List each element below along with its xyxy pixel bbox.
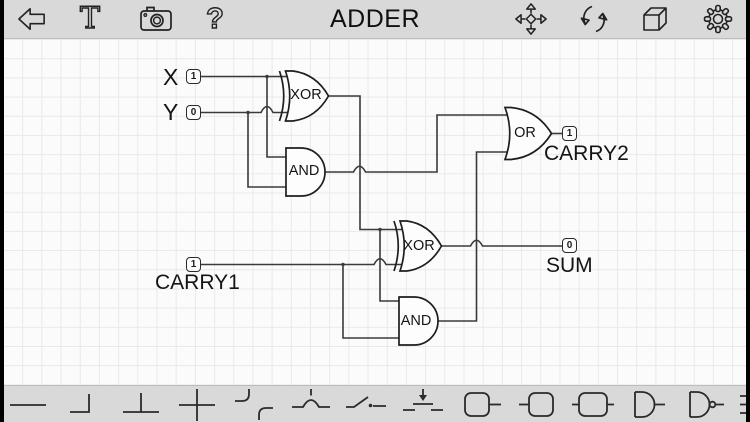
- xor-gate-1-lead: [278, 70, 285, 122]
- gate-label-xor1: XOR: [290, 87, 322, 103]
- tool-wire-tee[interactable]: [118, 386, 164, 422]
- input-label-x: X: [163, 64, 179, 90]
- gear-icon: [703, 4, 733, 34]
- view-3d-button[interactable]: [633, 0, 677, 38]
- circuit-drawing: [200, 70, 562, 346]
- box-lead-right-icon: [464, 392, 501, 417]
- back-arrow-icon: [18, 7, 45, 31]
- screen-edge-left: [0, 0, 4, 422]
- gate-label-and2: AND: [400, 313, 432, 329]
- tool-wire-corner[interactable]: [62, 386, 108, 422]
- wire-junctions: [246, 74, 382, 267]
- wire-tee-icon: [123, 393, 159, 413]
- screen-edge-right: [746, 0, 750, 422]
- move-icon: [515, 3, 547, 35]
- gate-label-xor2: XOR: [403, 238, 435, 254]
- input-label-carry1: CARRY1: [155, 271, 240, 294]
- xor-gate-2-lead: [393, 220, 400, 272]
- help-icon: ?: [205, 2, 224, 35]
- tool-wire-curves[interactable]: [231, 386, 277, 422]
- rotate-tool-button[interactable]: [572, 0, 616, 38]
- wire-carry1-branch[interactable]: [342, 264, 402, 339]
- wire-cross-icon: [179, 389, 215, 421]
- page-title: ADDER: [329, 5, 420, 33]
- tool-clipped-component[interactable]: [737, 386, 750, 422]
- camera-button[interactable]: [134, 0, 178, 38]
- back-button[interactable]: [10, 0, 54, 38]
- and-gate-icon: [634, 391, 665, 418]
- tool-nand-gate[interactable]: [682, 386, 728, 422]
- tool-wire-straight[interactable]: [5, 386, 51, 422]
- tool-box-lead-right[interactable]: [459, 386, 505, 422]
- wire-xor1-out[interactable]: [327, 95, 404, 231]
- pin-value: 0: [190, 107, 197, 118]
- tool-box-lead-both[interactable]: [570, 386, 616, 422]
- wire-y[interactable]: [200, 105, 292, 114]
- tool-wire-hop[interactable]: [288, 386, 334, 422]
- tool-and-gate[interactable]: [625, 386, 671, 422]
- input-pin-x[interactable]: 1: [186, 69, 201, 84]
- wire-hop-icon: [292, 389, 330, 408]
- wire-curves-icon: [235, 389, 273, 420]
- wire-sum-out[interactable]: [441, 239, 562, 247]
- wire-carry1[interactable]: [200, 257, 402, 266]
- push-button-icon: [403, 389, 443, 411]
- input-label-y: Y: [163, 99, 179, 125]
- text-tool-button[interactable]: T: [68, 0, 112, 38]
- pin-value: 0: [566, 240, 573, 251]
- move-tool-button[interactable]: [509, 0, 553, 38]
- wire-s1-branch[interactable]: [379, 229, 403, 302]
- clipped-component-icon: [740, 391, 748, 418]
- help-button[interactable]: ?: [193, 0, 237, 38]
- and-gate-2[interactable]: [398, 296, 439, 346]
- nand-gate-icon: [689, 391, 724, 418]
- gate-label-and1: AND: [288, 163, 320, 179]
- box-lead-both-icon: [572, 392, 614, 417]
- box-lead-left-icon: [519, 392, 554, 417]
- xor-gate-1[interactable]: [284, 70, 330, 122]
- rotate-icon: [580, 5, 608, 33]
- tool-wire-cross[interactable]: [174, 386, 220, 422]
- pin-value: 1: [566, 128, 573, 139]
- tool-box-lead-left[interactable]: [515, 386, 561, 422]
- gate-label-or1: OR: [514, 125, 536, 141]
- wire-corner-icon: [70, 394, 90, 413]
- wire-straight-icon: [10, 404, 46, 406]
- and-gate-1[interactable]: [285, 147, 326, 197]
- wire-and1-out[interactable]: [325, 114, 511, 173]
- settings-button[interactable]: [696, 0, 740, 38]
- output-label-sum: SUM: [546, 254, 593, 277]
- wire-and2-out[interactable]: [437, 151, 511, 322]
- output-label-carry2: CARRY2: [544, 142, 629, 165]
- camera-icon: [140, 6, 172, 31]
- input-pin-carry1[interactable]: 1: [186, 257, 201, 272]
- circuit-canvas[interactable]: XOR AND OR XOR AND X Y CARRY1 CARRY2 SUM…: [0, 38, 750, 385]
- switch-icon: [346, 396, 386, 408]
- pin-value: 1: [190, 259, 197, 270]
- wire-x-branch[interactable]: [266, 76, 290, 158]
- xor-gate-2[interactable]: [398, 220, 443, 272]
- output-pin-carry2[interactable]: 1: [562, 126, 577, 141]
- tool-push-button[interactable]: [400, 386, 446, 422]
- or-gate-1[interactable]: [503, 106, 553, 161]
- wire-y-branch[interactable]: [247, 112, 290, 188]
- cube-icon: [643, 7, 667, 31]
- component-palette: [0, 385, 750, 422]
- input-pin-y[interactable]: 0: [186, 105, 201, 120]
- tool-switch[interactable]: [343, 386, 389, 422]
- pin-value: 1: [190, 71, 197, 82]
- text-tool-icon: T: [79, 0, 100, 36]
- output-pin-sum[interactable]: 0: [562, 238, 577, 253]
- top-toolbar: T ? ADDER: [0, 0, 750, 39]
